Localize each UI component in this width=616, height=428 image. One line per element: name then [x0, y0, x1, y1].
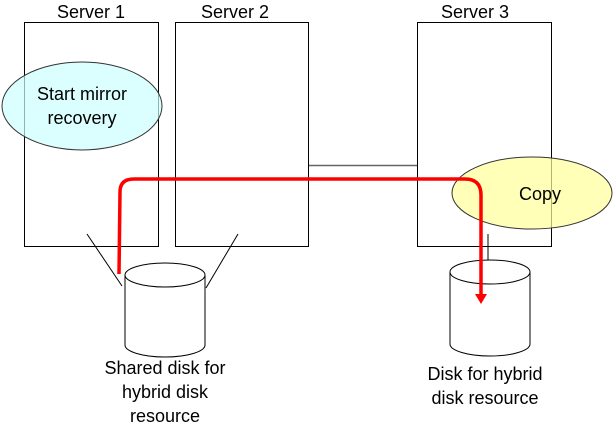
- shared-disk-connector-server-1: [86, 233, 123, 287]
- start-mirror-recovery-label: Start mirror recovery: [37, 84, 127, 128]
- server-1-title: Server 1: [56, 2, 126, 22]
- hybrid-disk-label-line1: Disk for hybrid: [427, 364, 543, 384]
- shared-disk-label-line1: Shared disk for: [104, 358, 226, 378]
- shared-disk-label-line3: resource: [129, 406, 201, 426]
- shared-disk-connector-server-2: [205, 233, 239, 289]
- copy-flow-arrowhead: [475, 294, 487, 304]
- server-2-title: Server 2: [200, 2, 270, 22]
- shared-disk-icon: [124, 262, 206, 358]
- start-mirror-recovery-callout: [1, 61, 163, 151]
- copy-label: Copy: [518, 184, 562, 204]
- shared-disk-label-line2: hybrid disk: [121, 382, 209, 402]
- server-2-box: [175, 22, 309, 247]
- copy-callout: [451, 156, 613, 230]
- server-3-title: Server 3: [440, 2, 510, 22]
- hybrid-disk-icon: [449, 259, 531, 357]
- copy-flow-arrow: [117, 177, 483, 296]
- hybrid-disk-label-line2: disk resource: [431, 388, 539, 408]
